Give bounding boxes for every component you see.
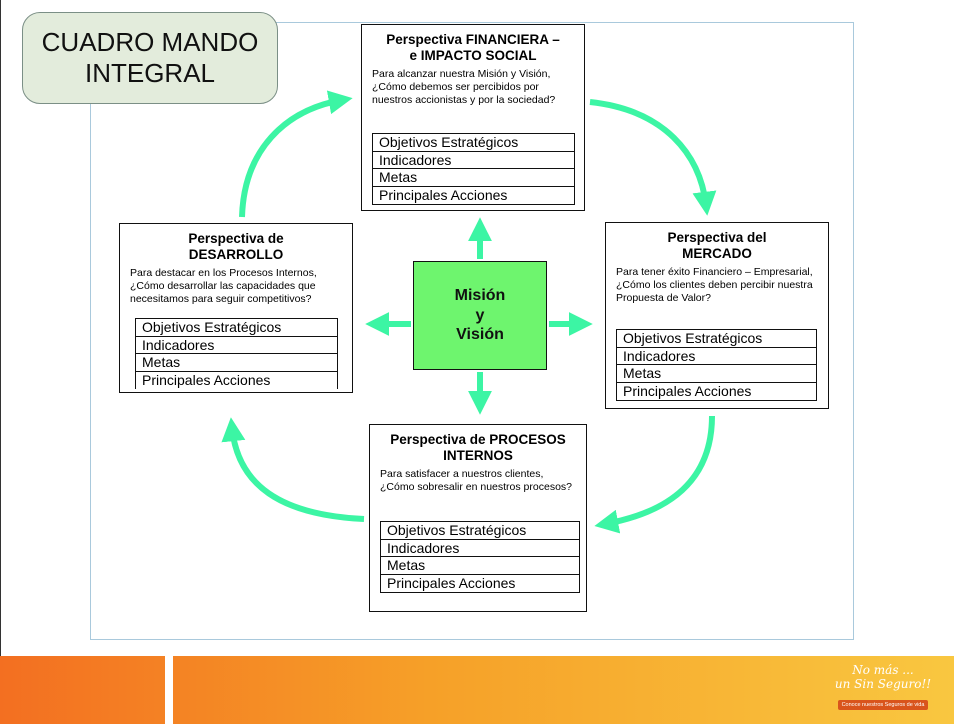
- desarrollo-list: Objetivos Estratégicos Indicadores Metas…: [135, 318, 338, 389]
- center-line-2: y: [475, 306, 485, 324]
- diagram-title: CUADRO MANDO INTEGRAL: [22, 12, 278, 104]
- mision-vision-box: Misión y Visión: [413, 261, 547, 370]
- logo-line-1: No más ...: [852, 663, 914, 677]
- perspectiva-desarrollo: Perspectiva de DESARROLLO Para destacar …: [119, 223, 353, 393]
- arrow-mercado-to-procesos: [594, 415, 715, 534]
- list-item: Metas: [617, 365, 816, 383]
- list-item: Principales Acciones: [379, 186, 508, 203]
- procesos-list: Objetivos Estratégicos Indicadores Metas…: [380, 521, 580, 593]
- desarrollo-title: Perspectiva de DESARROLLO: [188, 231, 284, 263]
- mercado-title: Perspectiva del MERCADO: [667, 230, 767, 262]
- list-item: Metas: [136, 354, 337, 372]
- title-line-2: INTEGRAL: [84, 58, 216, 88]
- list-item: Principales Acciones: [387, 574, 516, 591]
- list-item: Principales Acciones: [623, 382, 752, 399]
- list-item: Indicadores: [373, 152, 574, 169]
- list-item: Objetivos Estratégicos: [381, 522, 579, 540]
- perspectiva-procesos: Perspectiva de PROCESOS INTERNOS Para sa…: [369, 424, 587, 612]
- logo-tagline: Conoce nuestros Seguros de vida: [837, 700, 929, 710]
- footer-band: No más ... un Sin Seguro!! Conoce nuestr…: [0, 656, 954, 724]
- logo-line-2: un Sin Seguro!!: [834, 677, 932, 691]
- list-item: Objetivos Estratégicos: [617, 330, 816, 348]
- list-item: Indicadores: [136, 337, 337, 354]
- list-item: Objetivos Estratégicos: [136, 319, 337, 337]
- brand-logo: No más ... un Sin Seguro!! Conoce nuestr…: [818, 664, 948, 718]
- center-line-3: Visión: [456, 326, 504, 344]
- list-item: Metas: [373, 169, 574, 187]
- desarrollo-description: Para destacar en los Procesos Internos, …: [130, 267, 317, 305]
- title-line-1: CUADRO MANDO: [41, 27, 259, 58]
- footer-divider: [165, 656, 173, 724]
- list-item: Principales Acciones: [142, 371, 271, 388]
- mercado-list: Objetivos Estratégicos Indicadores Metas…: [616, 329, 817, 401]
- list-item: Indicadores: [381, 540, 579, 557]
- financiera-description: Para alcanzar nuestra Misión y Visión, ¿…: [372, 68, 556, 106]
- financiera-title: Perspectiva FINANCIERA – e IMPACTO SOCIA…: [386, 32, 560, 64]
- arrow-financiera-to-mercado: [589, 99, 717, 216]
- perspectiva-financiera: Perspectiva FINANCIERA – e IMPACTO SOCIA…: [361, 24, 585, 211]
- arrow-desarrollo-to-financiera: [239, 90, 353, 218]
- slide-frame: [90, 22, 854, 640]
- procesos-title: Perspectiva de PROCESOS INTERNOS: [390, 432, 566, 464]
- list-item: Indicadores: [617, 348, 816, 365]
- financiera-list: Objetivos Estratégicos Indicadores Metas…: [372, 133, 575, 205]
- arrow-procesos-to-desarrollo: [221, 417, 365, 522]
- list-item: Metas: [381, 557, 579, 575]
- center-line-1: Misión: [454, 287, 506, 305]
- mercado-description: Para tener éxito Financiero – Empresaria…: [616, 266, 813, 304]
- perspectiva-mercado: Perspectiva del MERCADO Para tener éxito…: [605, 222, 829, 409]
- procesos-description: Para satisfacer a nuestros clientes, ¿Có…: [380, 468, 573, 493]
- list-item: Objetivos Estratégicos: [373, 134, 574, 152]
- left-edge-line: [0, 0, 1, 656]
